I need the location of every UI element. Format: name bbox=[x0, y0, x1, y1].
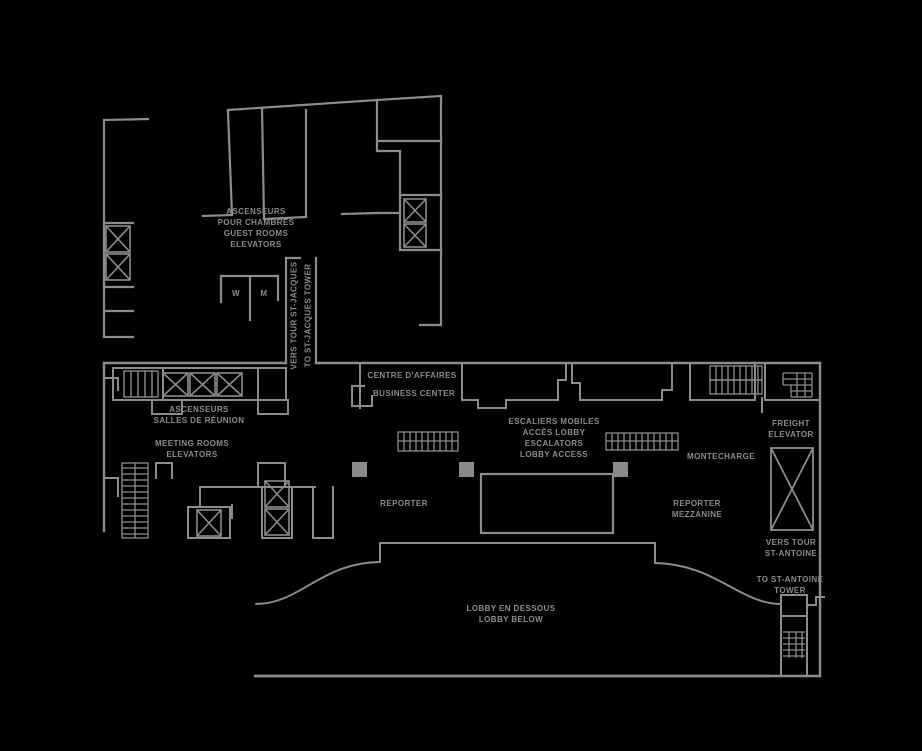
lower-left-notch bbox=[103, 462, 173, 497]
central-void-opening bbox=[479, 472, 615, 535]
freight-elevator-shaft bbox=[770, 447, 814, 531]
stair-hatch-bottom-right bbox=[783, 631, 805, 658]
stair-hatch-montecharge bbox=[605, 432, 679, 451]
stair-hatch-escalator-center bbox=[397, 431, 459, 452]
lower-elevator-shaft-2 bbox=[264, 508, 290, 536]
lower-elevator-shaft-3 bbox=[196, 509, 222, 537]
st-antoine-link-walls bbox=[780, 594, 825, 677]
stair-hatch-right-1 bbox=[709, 365, 763, 395]
guest-elevator-shaft-4 bbox=[403, 223, 427, 248]
upper-left-wing-walls bbox=[102, 117, 150, 339]
right-section-walls bbox=[689, 364, 821, 413]
guest-elevator-shaft-3 bbox=[403, 198, 427, 223]
stair-hatch-meeting-1 bbox=[123, 370, 159, 398]
lower-elevator-shaft-1 bbox=[264, 480, 290, 508]
business-center-walls bbox=[351, 364, 673, 409]
upper-block-walls bbox=[201, 94, 443, 327]
st-jacques-corridor-walls bbox=[284, 256, 318, 365]
lobby-below-curve bbox=[255, 542, 782, 605]
guest-elevator-shaft-2 bbox=[105, 253, 131, 281]
column-2 bbox=[459, 462, 474, 477]
column-3 bbox=[613, 462, 628, 477]
stair-hatch-right-2 bbox=[782, 372, 813, 398]
column-1 bbox=[352, 462, 367, 477]
meeting-elevator-shaft-1 bbox=[162, 372, 189, 397]
meeting-elevator-bank-walls bbox=[105, 367, 289, 415]
stair-hatch-lower-left bbox=[121, 462, 149, 539]
washroom-block bbox=[219, 274, 280, 322]
guest-elevator-shaft-1 bbox=[105, 225, 131, 253]
meeting-elevator-shaft-2 bbox=[189, 372, 216, 397]
lower-elevator-bank-walls bbox=[187, 462, 334, 539]
meeting-elevator-shaft-3 bbox=[216, 372, 243, 397]
